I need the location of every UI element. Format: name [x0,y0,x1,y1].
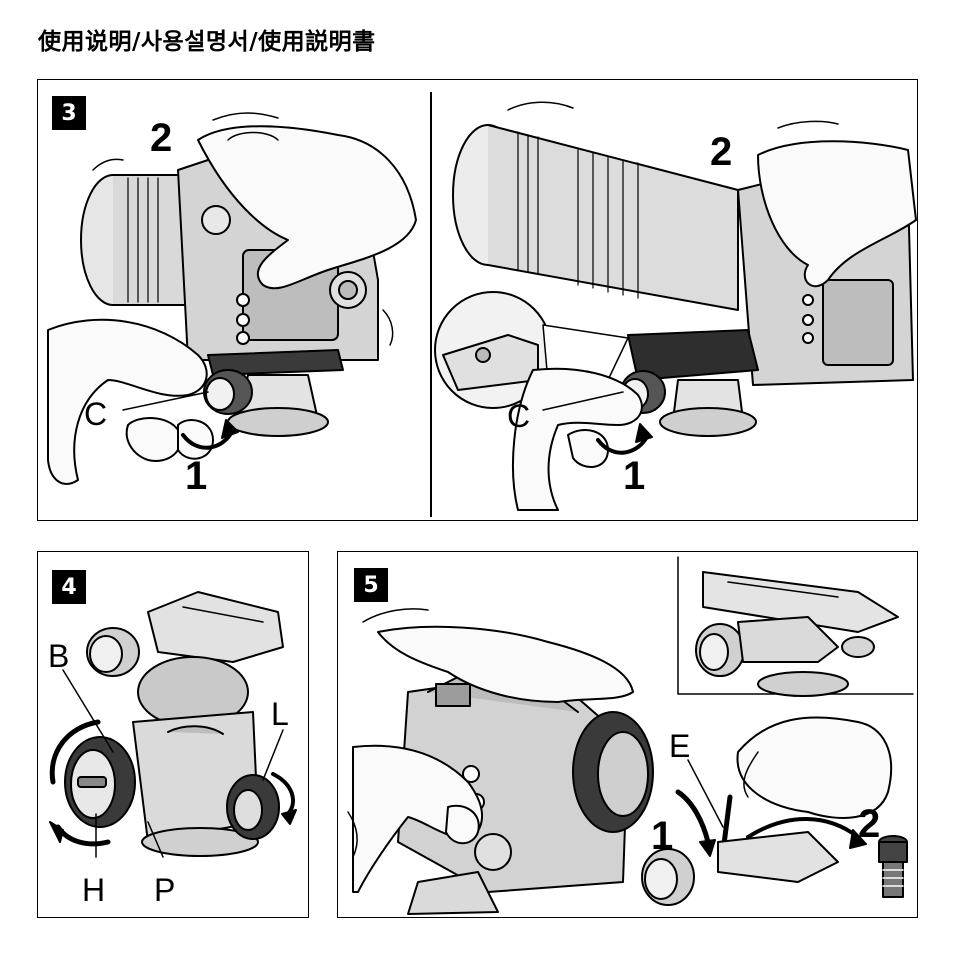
label-p: P [154,874,175,906]
panel3-right-label-c: C [507,400,530,432]
panel3-right-step-2: 2 [710,132,732,172]
panel3-left-step-2: 2 [150,118,172,158]
panel3-left-step-1: 1 [185,456,207,496]
camera-plate-removal-illustration [338,552,918,918]
step-badge-4: 4 [52,570,86,604]
label-h: H [82,874,105,906]
label-l: L [271,698,289,730]
step-badge-3: 3 [52,96,86,130]
panel-step-4: 4 [37,551,309,918]
step-badge-5: 5 [354,568,388,602]
panel-step-5: 5 [337,551,918,918]
page-title: 使用说明/사용설명서/使用説明書 [38,22,376,56]
panel3-left-label-c: C [84,398,107,430]
panel5-step-2: 2 [858,804,880,844]
panel-step-3: 3 [37,79,918,521]
panel5-step-1: 1 [651,816,673,856]
ball-head-illustration [38,552,309,918]
panel3-right-step-1: 1 [623,456,645,496]
label-b: B [48,640,69,672]
label-e: E [669,730,690,762]
